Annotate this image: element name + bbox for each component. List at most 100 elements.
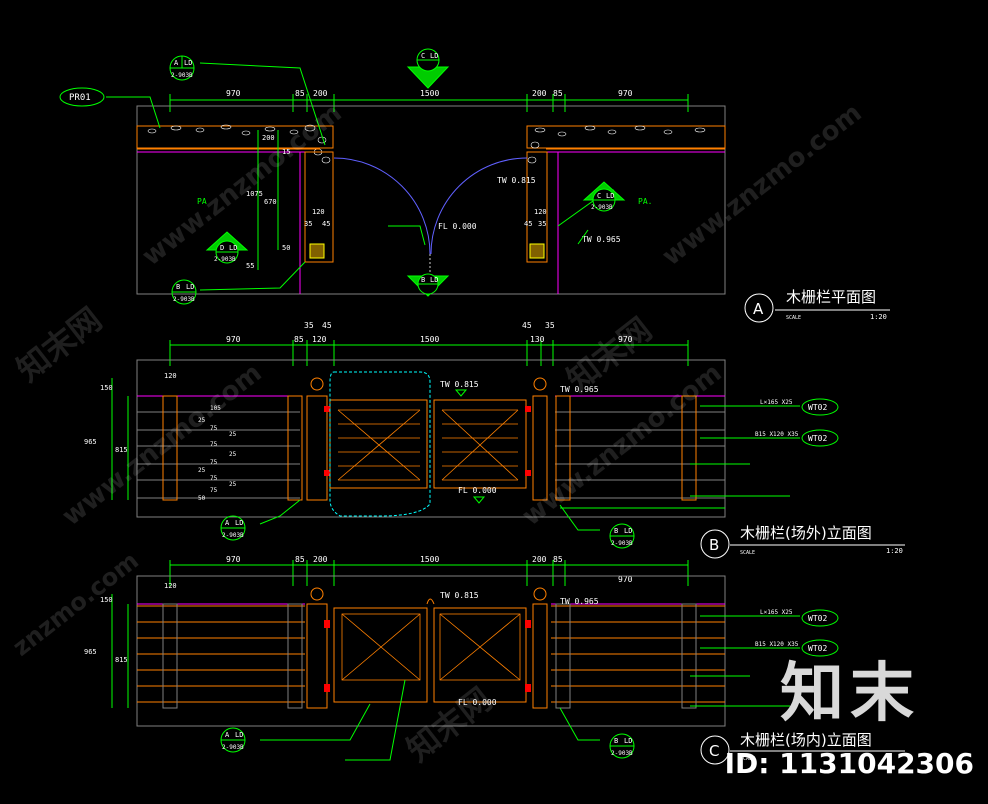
callout-letter: A [174,59,179,67]
plan-view: 970 85 200 1500 200 85 970 [59,62,726,295]
plan-vdim-50: 50 [282,244,290,252]
title-b-text: 木栅栏(场外)立面图 [740,524,872,542]
callout-code: LD [184,59,192,67]
callout-sheet: 2-903B [611,750,633,757]
e1-stack-dim: 25 [198,417,206,424]
callout-letter: B [614,737,618,745]
callout-b-elev1: B LD 2-903B [609,523,635,549]
title-b-scale-label: SCALE [740,550,755,556]
e1-stack-dim: 75 [210,441,218,448]
plan-dim-200-left: 200 [313,89,328,98]
title-b-letter: B [709,536,719,554]
plan-dim-35-left: 35 [304,220,312,228]
e1-dim-35: 35 [545,321,555,330]
e2-fl: FL 0.000 [458,698,497,707]
plan-dim-120-right: 120 [534,208,547,216]
plan-dim-85-right: 85 [553,89,563,98]
plan-vdim-670: 670 [264,198,277,206]
e1-tag1: WT02 [808,403,827,412]
plan-dim-35-right: 35 [538,220,546,228]
callout-sheet: 2-903B [214,256,236,263]
pr01-text: PR01 [69,93,91,103]
e2-dim-85-left: 85 [295,555,305,564]
plan-label-pa: PA [197,197,207,206]
e1-tw-left: TW 0.815 [440,380,479,389]
e2-tag1: WT02 [808,614,827,623]
plan-fl: FL 0.000 [438,222,477,231]
e2-dim-1500: 1500 [420,555,439,564]
title-c-letter: C [709,742,719,760]
pr01-tag [59,87,105,107]
elevation-inside: 970 85 200 1500 200 85 970 [84,555,839,761]
callout-code: LD [235,731,243,739]
e1-dim120: 120 [164,372,177,380]
e2-dim-970-left: 970 [226,555,241,564]
e2-tw-left: TW 0.815 [440,591,479,600]
e1-stack-dims: 105 25 75 25 75 25 75 25 75 25 75 50 [198,405,237,502]
callout-sheet: 2-903B [171,72,193,79]
gravel-pattern [147,124,706,164]
callout-letter: A [225,731,230,739]
e2-tag1-dim: L×165 X25 [760,609,793,616]
plan-dim-970-right: 970 [618,89,633,98]
e1-gate-right [433,399,527,489]
callout-a-top: A LD 2-903B [169,55,195,81]
e1-stack-dim: 25 [229,481,237,488]
callout-letter: A [225,519,230,527]
title-a-scale: 1:20 [870,313,887,321]
callout-code: LD [430,276,438,284]
callout-b-elev2: B LD 2-903B [609,733,635,759]
e2-vdim-150: 150 [100,596,113,604]
e1-frame [136,359,726,518]
callout-sheet: 2-903B [173,296,195,303]
title-block-c: C 木栅栏(场内)立面图 SCALE [700,731,905,765]
plan-dim-970-left: 970 [226,89,241,98]
plan-dim-45-left: 45 [322,220,330,228]
plan-tw-left: TW 0.815 [497,176,536,185]
callout-letter: D [220,244,224,252]
callout-c-top: C LD [406,48,450,89]
callout-letter: B [614,527,618,535]
post-base-left [309,243,325,259]
callout-code: LD [624,737,632,745]
e1-stack-dim: 105 [210,405,221,412]
callout-a-elev1: A LD 2-903B [220,515,246,541]
door-swing-left [333,157,431,255]
callout-letter: B [421,276,425,284]
callout-b-left: B LD 2-903B [171,279,197,305]
e1-stack-dim: 25 [198,467,206,474]
e1-stack-dim: 25 [229,451,237,458]
plan-label-pa2: PA. [638,197,652,206]
plan-dim-200-right: 200 [532,89,547,98]
e1-dim-970-right: 970 [618,335,633,344]
resource-id: ID: 1131042306 [724,747,974,780]
title-a-text: 木栅栏平面图 [786,288,876,306]
callout-sheet: 2-903B [611,540,633,547]
plan-vdim-15: 15 [282,148,290,156]
title-a-letter: A [753,300,764,318]
title-a-scale-label: SCALE [786,315,801,321]
plan-dim-85-left: 85 [295,89,305,98]
plan-dim-1500: 1500 [420,89,439,98]
callout-letter: C [597,192,601,200]
e1-tag2: WT02 [808,434,827,443]
e2-gate-right [433,607,527,703]
e2-dim-970-right: 970 [618,575,633,584]
e1-dim-45: 45 [522,321,532,330]
plan-vdim-1075: 1075 [246,190,263,198]
e1-revision-cloud [329,371,431,517]
plan-vdim-200: 200 [262,134,275,142]
title-b-scale: 1:20 [886,547,903,555]
callout-letter: B [176,283,180,291]
title-c-scale-label: SCALE [740,756,755,762]
e1-tw-right: TW 0.965 [560,385,599,394]
plan-tw-right: TW 0.965 [582,235,621,244]
e1-vdim-815: 815 [115,446,128,454]
post-base-right [529,243,545,259]
callout-c-right: C LD 2-903B [582,181,626,212]
callout-letter: C [421,52,425,60]
e2-tag2: WT02 [808,644,827,653]
e2-dim-85-right: 85 [553,555,563,564]
e1-stack-dim: 75 [210,459,218,466]
